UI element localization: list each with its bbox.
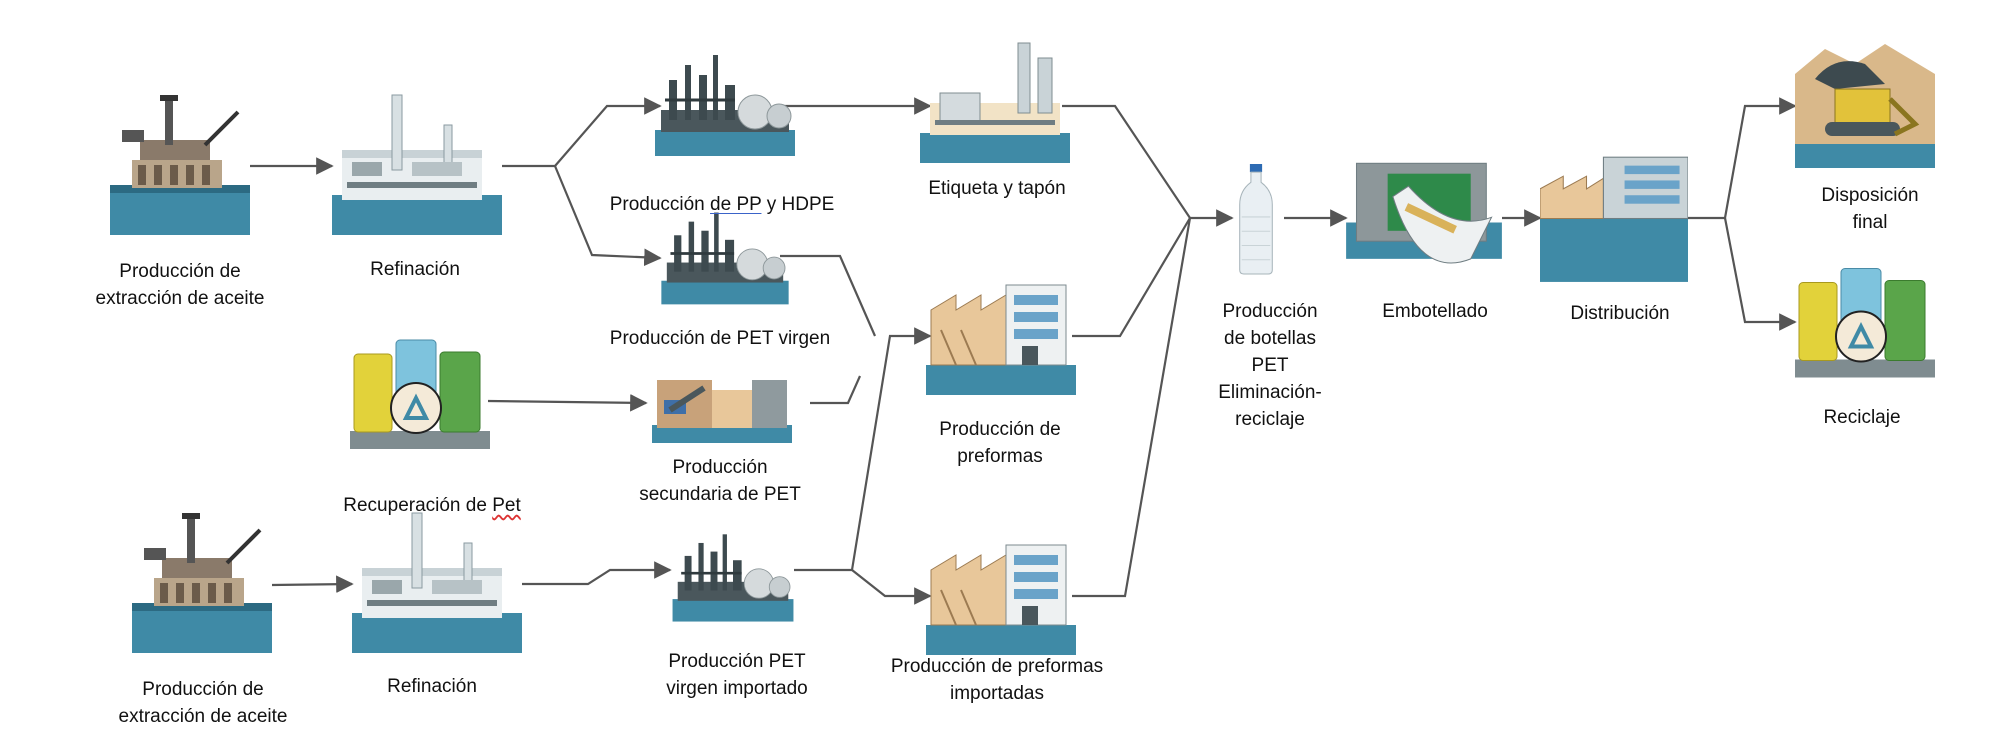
label-pp-hdpe-post: y HDPE: [761, 194, 835, 215]
arrow-oil2-to-refinery2: [271, 575, 354, 593]
arrow-pet-virgin-to-preforms: [780, 254, 877, 337]
label-refinery-1: Refinación: [370, 259, 460, 280]
label-distribution: Distribución: [1570, 303, 1670, 324]
bottling-machine-icon: [1346, 163, 1502, 263]
label-pet-recovery: Recuperación de Pet: [343, 465, 520, 519]
oil-platform-icon: [110, 93, 250, 237]
petrochemical-plant-icon: [659, 211, 791, 306]
oil-platform-icon: [132, 511, 272, 655]
refinery-icon: [352, 512, 522, 654]
flow-connectors: [250, 97, 1797, 605]
factory-building-icon: [926, 544, 1076, 656]
label-pp-hdpe-pre: Producción: [609, 194, 711, 215]
label-preforms-imported: Producción de preformas importadas: [890, 656, 1104, 704]
arrow-refinery1-to-pp: [502, 97, 662, 168]
label-pet-recovery-underlined: Pet: [492, 495, 521, 516]
label-refinery-2: Refinación: [387, 676, 477, 697]
arrow-recovery-to-secondary: [487, 394, 648, 412]
label-oil-extraction-2: Producción de extracción de aceite: [118, 679, 288, 727]
label-pet-virgin: Producción de PET virgen: [609, 328, 831, 349]
arrow-preforms-to-bottles: [1072, 217, 1191, 338]
label-preforms: Producción de preformas: [939, 419, 1061, 467]
arrow-secondary-to-preforms: [810, 375, 862, 405]
arrow-distribution-to-recycling: [1723, 217, 1797, 331]
arrow-refinery1-to-pet-virgin: [553, 165, 662, 267]
warehouse-icon: [1540, 156, 1688, 282]
label-bottling: Embotellado: [1382, 301, 1488, 322]
arrow-pet-import-to-preforms-import: [794, 568, 932, 605]
bottle-icon: [1239, 164, 1273, 275]
label-bottles-production: Producción de botellas PET Eliminación- …: [1218, 301, 1322, 430]
factory-building-icon: [926, 284, 1076, 396]
label-oil-extraction-1: Producción de extracción de aceite: [95, 261, 265, 309]
label-pet-imported: Producción PET virgen importado: [666, 651, 808, 699]
label-pet-recovery-pre: Recuperación de: [343, 495, 493, 516]
landfill-bulldozer-icon: [1795, 44, 1935, 168]
petrochemical-plant-icon: [655, 53, 795, 158]
recycling-plant-icon: [652, 380, 792, 443]
label-pp-hdpe: Producción de PP y HDPE: [610, 164, 835, 218]
label-recycling: Reciclaje: [1823, 407, 1901, 428]
label-secondary-pet: Producción secundaria de PET: [639, 457, 801, 505]
arrow-distribution-to-final: [1684, 97, 1797, 220]
petrochemical-plant-icon: [671, 532, 795, 623]
label-final-disposal: Disposición final: [1821, 185, 1919, 233]
refinery-icon: [332, 94, 502, 236]
arrow-label-to-bottles: [1062, 104, 1191, 219]
recycling-bins-icon: [1795, 269, 1935, 378]
arrow-refinery2-to-pet-import: [522, 561, 672, 586]
arrow-trunk-to-preforms: [850, 327, 932, 571]
factory-icon: [920, 42, 1070, 164]
label-pp-hdpe-underlined: de PP: [710, 194, 762, 215]
arrow-preforms-import-to-bottles: [1072, 217, 1192, 598]
label-label-cap: Etiqueta y tapón: [928, 178, 1066, 199]
recycling-bins-icon: [350, 338, 490, 451]
